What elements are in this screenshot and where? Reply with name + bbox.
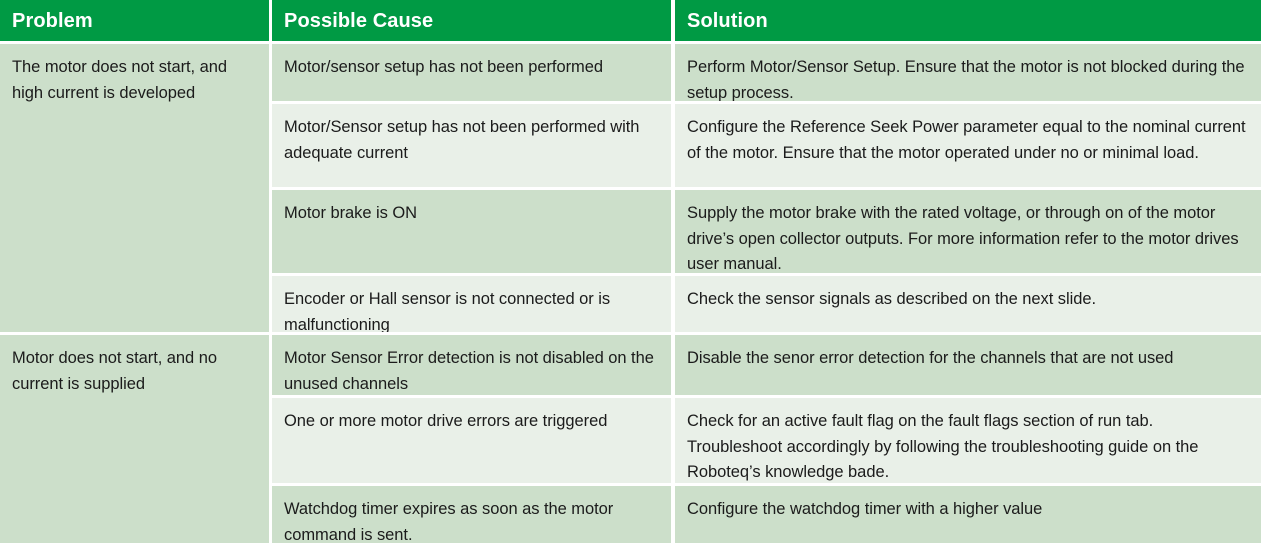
- table-cell-solution: Perform Motor/Sensor Setup. Ensure that …: [675, 44, 1261, 101]
- solution-text: Disable the senor error detection for th…: [687, 349, 1174, 367]
- table-header-row: Problem Possible Cause Solution: [0, 0, 1261, 41]
- solution-text: Check for an active fault flag on the fa…: [687, 412, 1199, 481]
- cause-text: Watchdog timer expires as soon as the mo…: [284, 500, 614, 543]
- column-header-problem-label: Problem: [12, 9, 93, 32]
- column-header-possible-cause-label: Possible Cause: [284, 9, 434, 32]
- cause-text: Encoder or Hall sensor is not connected …: [284, 290, 611, 332]
- problem-group-text: The motor does not start, and high curre…: [12, 58, 228, 102]
- table-cell-cause: One or more motor drive errors are trigg…: [272, 398, 671, 483]
- column-header-problem: Problem: [0, 0, 269, 41]
- cause-text: One or more motor drive errors are trigg…: [284, 412, 608, 430]
- table-cell-solution: Supply the motor brake with the rated vo…: [675, 190, 1261, 273]
- table-cell-solution: Disable the senor error detection for th…: [675, 335, 1261, 395]
- table-cell-solution: Check the sensor signals as described on…: [675, 276, 1261, 332]
- table-cell-cause: Motor Sensor Error detection is not disa…: [272, 335, 671, 395]
- solution-text: Check the sensor signals as described on…: [687, 290, 1097, 308]
- table-cell-cause: Motor/sensor setup has not been performe…: [272, 44, 671, 101]
- problem-group-cell: The motor does not start, and high curre…: [0, 44, 269, 332]
- cause-text: Motor Sensor Error detection is not disa…: [284, 349, 654, 393]
- table-cell-solution: Configure the Reference Seek Power param…: [675, 104, 1261, 187]
- column-header-solution: Solution: [675, 0, 1261, 41]
- solution-text: Configure the watchdog timer with a high…: [687, 500, 1043, 518]
- problem-group-cell: Motor does not start, and no current is …: [0, 335, 269, 543]
- table-cell-cause: Motor brake is ON: [272, 190, 671, 273]
- table-cell-solution: Check for an active fault flag on the fa…: [675, 398, 1261, 483]
- column-header-solution-label: Solution: [687, 9, 768, 32]
- table-cell-solution: Configure the watchdog timer with a high…: [675, 486, 1261, 543]
- problem-group-text: Motor does not start, and no current is …: [12, 349, 217, 393]
- table-cell-cause: Encoder or Hall sensor is not connected …: [272, 276, 671, 332]
- table-cell-cause: Motor/Sensor setup has not been performe…: [272, 104, 671, 187]
- cause-text: Motor brake is ON: [284, 204, 418, 222]
- solution-text: Configure the Reference Seek Power param…: [687, 118, 1246, 162]
- solution-text: Supply the motor brake with the rated vo…: [687, 204, 1239, 273]
- table-cell-cause: Watchdog timer expires as soon as the mo…: [272, 486, 671, 543]
- cause-text: Motor/sensor setup has not been performe…: [284, 58, 603, 76]
- cause-text: Motor/Sensor setup has not been performe…: [284, 118, 640, 162]
- column-header-possible-cause: Possible Cause: [272, 0, 671, 41]
- solution-text: Perform Motor/Sensor Setup. Ensure that …: [687, 58, 1245, 101]
